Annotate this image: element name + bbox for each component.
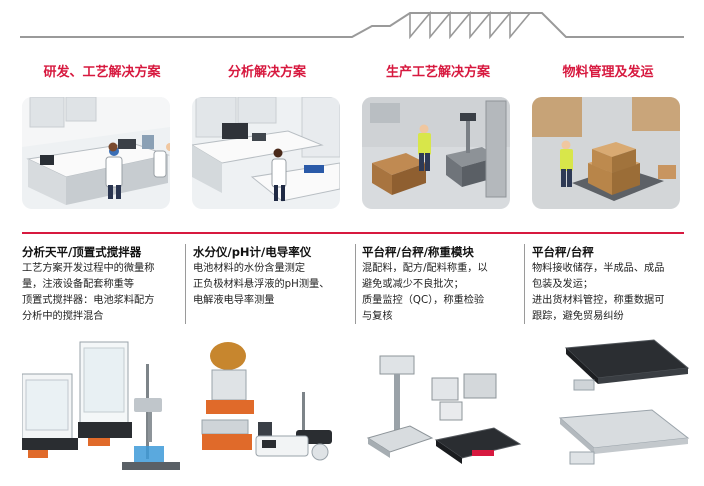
floor-scale-product-icon bbox=[558, 339, 690, 465]
category-title-logistics: 物料管理及发运 bbox=[562, 65, 654, 80]
category-title-production: 生产工艺解决方案 bbox=[385, 65, 490, 80]
column-separator bbox=[524, 244, 525, 324]
column-description: 工艺方案开发过程中的微量称 量，注液设备配套称重等 顶置式搅拌器：电池浆料配方 … bbox=[22, 263, 155, 322]
category-title-analysis: 分析解决方案 bbox=[227, 65, 306, 80]
category-title-rnd: 研发、工艺解决方案 bbox=[43, 65, 161, 80]
balance-product-icon bbox=[22, 341, 180, 470]
analysis-lab-scene-icon bbox=[192, 97, 340, 209]
column-rnd: 分析天平/顶置式搅拌器 工艺方案开发过程中的微量称 量，注液设备配套称重等 顶置… bbox=[22, 244, 182, 325]
column-title: 平台秤/台秤/称重模块 bbox=[362, 245, 474, 259]
lab-scene-icon bbox=[22, 97, 170, 209]
section-divider-line bbox=[22, 232, 684, 234]
column-production: 平台秤/台秤/称重模块 混配料，配方/配料称重，以 避免或减少不良批次； 质量监… bbox=[362, 244, 522, 325]
column-title: 平台秤/台秤 bbox=[532, 245, 594, 259]
column-title: 水分仪/pH计/电导率仪 bbox=[193, 245, 312, 259]
column-separator bbox=[185, 244, 186, 324]
warehouse-scene-icon bbox=[532, 97, 680, 209]
column-description: 混配料，配方/配料称重，以 避免或减少不良批次； 质量监控（QC），称重检验 与… bbox=[362, 263, 488, 322]
column-description: 电池材料的水份含量测定 正负极材料悬浮液的pH测量、 电解液电导率测量 bbox=[193, 263, 330, 306]
column-separator bbox=[355, 244, 356, 324]
production-scene-icon bbox=[362, 97, 510, 209]
column-description: 物料接收储存，半成品、成品 包装及发运； 进出货材料管控，称重数据可 跟踪，避免… bbox=[532, 263, 665, 322]
moisture-ph-product-icon bbox=[201, 342, 332, 461]
column-logistics: 平台秤/台秤 物料接收储存，半成品、成品 包装及发运； 进出货材料管控，称重数据… bbox=[532, 244, 694, 325]
column-analysis: 水分仪/pH计/电导率仪 电池材料的水份含量测定 正负极材料悬浮液的pH测量、 … bbox=[193, 244, 353, 309]
top-step-line bbox=[20, 10, 684, 40]
bench-scale-product-icon bbox=[366, 355, 522, 464]
column-title: 分析天平/顶置式搅拌器 bbox=[22, 245, 142, 259]
